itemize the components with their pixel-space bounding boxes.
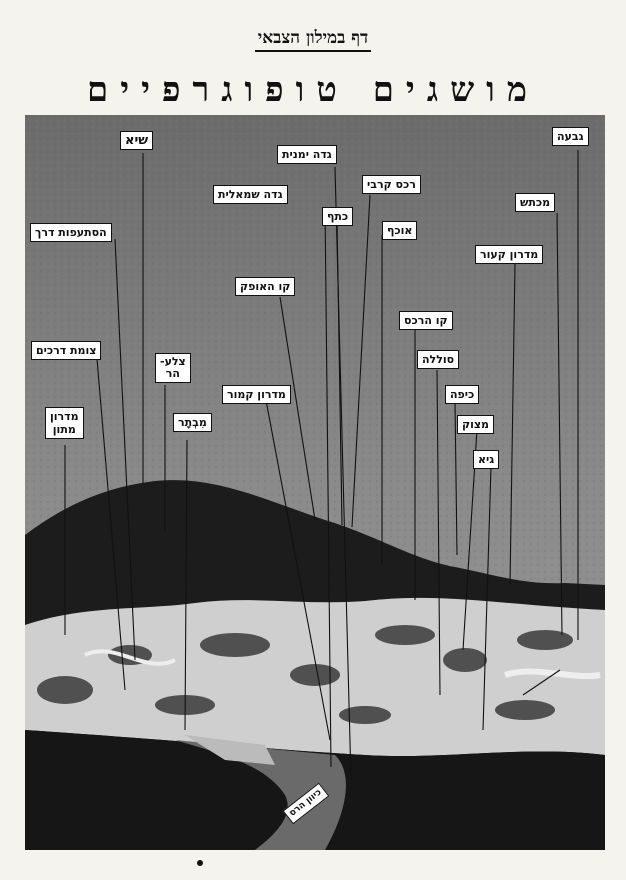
label-tzla-har: צלע- הר: [155, 353, 191, 383]
label-gai: גיא: [473, 450, 500, 469]
terrain-photo: גבעה שיא גדה ימנית גדה שמאלית רכס קרבי כ…: [25, 115, 605, 850]
label-midron-kaur: מדרון קעור: [475, 245, 544, 264]
label-kav-haofek: קו האופק: [235, 277, 296, 296]
label-gada-yemanit: גדה ימנית: [277, 145, 337, 164]
label-shia: שיא: [120, 131, 154, 150]
label-kav-harechess: קו הרכס: [399, 311, 453, 330]
label-solela: סוללה: [417, 350, 460, 369]
page-header: דף במילון הצבאי: [0, 28, 626, 52]
label-tzomet: צומת דרכים: [31, 341, 102, 360]
label-michtash: מכתש: [515, 193, 556, 212]
page-title: מושגים טופוגרפיים: [86, 70, 539, 110]
label-gada-smalit: גדה שמאלית: [213, 185, 288, 204]
label-midron-kamur: מדרון קמור: [222, 385, 291, 404]
label-midron-matun: מדרון מתון: [45, 407, 84, 439]
label-mivtar: מִבְתָר: [173, 413, 212, 432]
label-givea: גבעה: [552, 127, 589, 146]
label-kipa: כיפה: [445, 385, 480, 404]
label-ochef: אוכף: [382, 221, 418, 240]
label-katef: כתף: [322, 207, 354, 226]
label-metzuk: מצוק: [457, 415, 495, 434]
terrain-illustration: [25, 115, 605, 850]
label-hista-afut: הסתעפות דרך: [30, 223, 112, 242]
header-label: דף במילון הצבאי: [254, 28, 372, 52]
label-reches-krevi: רכס קרבי: [362, 175, 421, 194]
page-dot: [197, 860, 203, 866]
